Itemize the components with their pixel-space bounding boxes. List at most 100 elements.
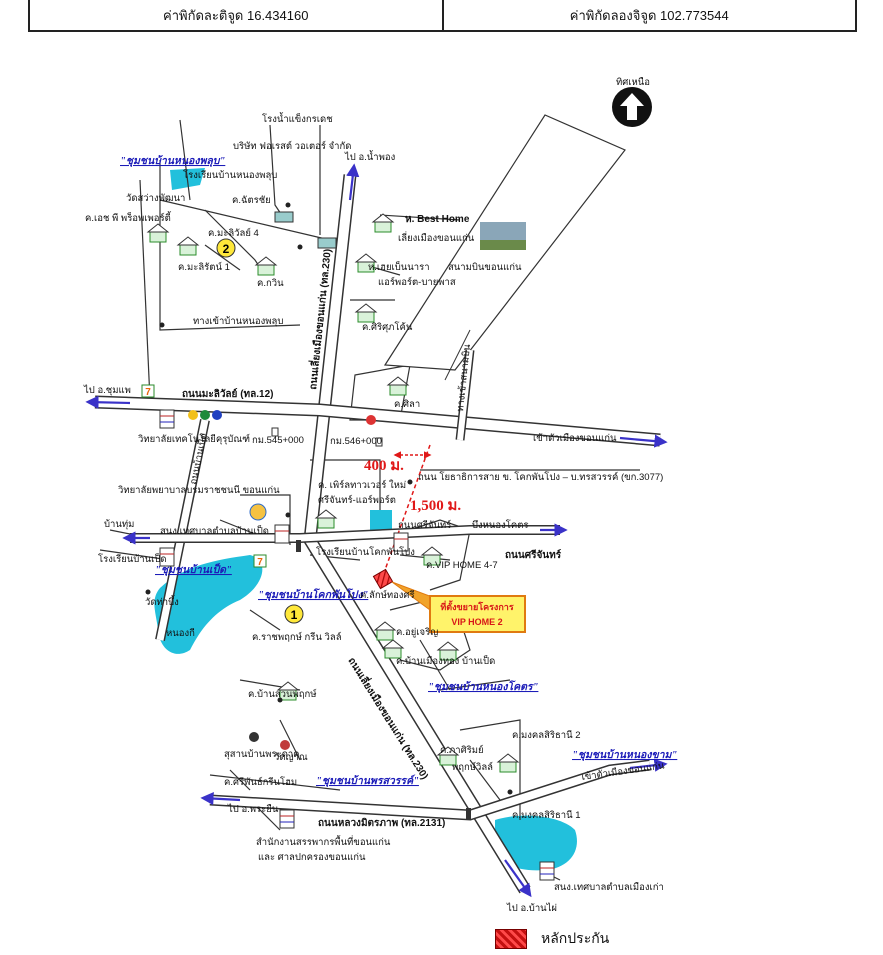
label-hw12: ถนนมะลิวัลย์ (ทล.12) <box>182 388 273 400</box>
house-icon <box>373 621 397 641</box>
arrow-city <box>619 434 668 448</box>
airport-access-road <box>455 349 475 441</box>
place-sriphan: ค.ศรีพันธ์กรีนโฮม <box>224 776 297 788</box>
km-545: กม.545+000 <box>252 435 304 446</box>
building-icon <box>539 861 555 881</box>
house-icon <box>276 681 300 701</box>
gas-icon <box>366 415 376 425</box>
project-callout <box>429 595 526 633</box>
dest-chum-phae: ไป อ.ชุมแพ <box>83 384 131 396</box>
label-nong-phue-entrance: ทางเข้าบ้านหนองพลุบ <box>193 316 283 327</box>
place-mongkhon-2: ค.มงคลสิริธานี 2 <box>512 729 581 741</box>
south-lake <box>495 815 577 871</box>
place-yu-charoen: ค.อยู่เจริญ <box>396 627 438 638</box>
house-icon <box>436 641 460 661</box>
svg-text:7: 7 <box>145 387 151 398</box>
dest-nong-khot: บึงหนองโคตร <box>472 519 529 531</box>
house-icon <box>381 639 405 659</box>
arrow-ban-phai <box>504 859 532 898</box>
place-vip-home: ค.VIP HOME 4-7 <box>426 560 498 571</box>
traffic-light-icon <box>296 540 301 552</box>
badge-1: 1 <box>291 608 298 622</box>
place-cemetery: สุสานบ้านพระดาด <box>224 749 299 760</box>
place-ban-ped-school: โรงเรียนบ้านเป็ด <box>98 552 167 565</box>
dest-city: เข้าตัวเมืองขอนแก่น <box>533 433 617 444</box>
km-marker-icon <box>375 437 383 447</box>
place-nong-phue-school: โรงเรียนบ้านหนองพลุบ <box>183 169 277 181</box>
house-icon <box>420 546 444 566</box>
house-icon <box>314 509 338 529</box>
place-wat-sawang: วัดสว่างพัฒนา <box>126 193 185 204</box>
place-chatchai: ค.ฉัตรชัย <box>232 195 271 206</box>
arrow-chum-phae <box>85 395 131 409</box>
place-wat-yan: วัดญาณ <box>274 752 308 763</box>
building-icon <box>159 547 175 567</box>
distance-1500m: 1,500 ม. <box>410 498 461 514</box>
place-phruek-ville: พฤกษ์วิลล์ <box>452 761 493 773</box>
place-sirisuk: ค.ศิริศุภโค้น <box>362 321 413 333</box>
place-nong-khi: หนองกี <box>166 627 195 639</box>
place-heyben-nara: ห.เฮยเบ็นนารา <box>368 260 430 273</box>
house-icon <box>354 303 378 323</box>
house-icon <box>371 213 395 233</box>
svg-text:7: 7 <box>257 557 263 568</box>
dest-ban-thum: บ้านทุ่ม <box>104 519 134 530</box>
place-pearl-tower: ค. เพิร์ลทาวเวอร์ ใหม่ <box>318 479 406 491</box>
place-admin-court: และ ศาลปกครองขอนแก่น <box>258 852 366 863</box>
place-liang-mueang: เลี่ยงเมืองขอนแก่น <box>398 231 475 244</box>
place-phasirom: ค.ภาศิริมย์ <box>440 744 484 756</box>
place-ratchaphruek: ค.ราชพฤกษ์ กรีน วิลล์ <box>252 631 342 643</box>
distance-markers: 400 ม. 1,500 ม. <box>364 444 461 571</box>
building-icon <box>159 409 175 429</box>
direction-arrows <box>85 163 668 898</box>
dest-ban-phai: ไป อ.บ้านไผ่ <box>506 902 557 914</box>
place-sila: ค.ศิลา <box>394 399 420 410</box>
community-nong-phue: "ชุมชนบ้านหนองพลุบ" <box>120 155 225 167</box>
minor-roads <box>99 119 640 881</box>
longitude-cell: ค่าพิกัดลองจิจูด 102.773544 <box>441 0 856 30</box>
community-khok-phan-pong: "ชุมชนบ้านโคกพันโปง" <box>258 588 368 601</box>
ban-ped-road <box>155 418 210 642</box>
highway-12 <box>94 395 661 447</box>
place-wat-tha-bueng: วัดท่าบึ้ง <box>145 595 179 608</box>
map-legend: หลักประกัน <box>495 928 609 950</box>
place-ice-factory: โรงน้ำแข็งกรเดช <box>262 112 333 125</box>
nong-phue-road <box>159 199 331 241</box>
house-icon <box>176 236 200 256</box>
place-kawin: ค.กวิน <box>257 278 284 289</box>
place-ban-mueang-thong: ค.บ้านเมืองทอง บ้านเป็ด <box>396 654 495 667</box>
school-icon <box>249 503 267 521</box>
coordinate-header-table: ค่าพิกัดละติจูด 16.434160 ค่าพิกัดลองจิจ… <box>28 0 857 32</box>
project-marker-label: ที่ตั้งขยายโครงการ <box>440 600 514 612</box>
dest-phra-yuen: ไป อ.พระยืน <box>227 803 279 815</box>
north-arrow: ทิศเหนือ <box>612 77 652 127</box>
water-bodies <box>154 168 577 871</box>
house-icon <box>386 376 410 396</box>
main-roads <box>94 174 661 894</box>
label-sri-chan-2: ถนนศรีจันทร์ <box>505 549 562 561</box>
sri-chan-road <box>130 525 560 543</box>
temple-icon <box>249 732 259 742</box>
label-sri-chan: ถนนศรีจันทร์ <box>398 519 451 531</box>
house-icon <box>274 211 294 223</box>
collateral-swatch <box>495 929 527 949</box>
place-lak-thong: ค.ลักษ์ทองศรี <box>360 589 415 601</box>
nong-khi-lake <box>154 555 263 654</box>
numbered-badges: 2 1 <box>216 238 304 624</box>
badge-2: 2 <box>223 242 230 256</box>
seven-eleven-icon: 7 <box>141 384 155 398</box>
place-airport-bypass: แอร์พอร์ต-บายพาส <box>378 276 456 288</box>
gas-station-icons <box>188 410 222 420</box>
place-sirin-airport: ศรีจันทร์-แอร์พอร์ต <box>318 494 396 506</box>
house-icons: 7 7 <box>141 211 555 881</box>
distance-400m: 400 ม. <box>364 458 404 474</box>
building-icon <box>393 532 409 552</box>
temple-icon <box>280 740 290 750</box>
label-moradok-road: ถนน โยธาธิการสาย ข. โคกพันโปง – บ.ทรสวรร… <box>418 471 663 483</box>
project-name-label: VIP HOME 2 <box>451 617 502 627</box>
sri-chan-pond <box>370 510 392 530</box>
north-label: ทิศเหนือ <box>616 77 650 88</box>
place-revenue-office: สำนักงานสรรพากรพื้นที่ขอนแก่น <box>256 835 391 848</box>
place-nurse-college: วิทยาลัยพยาบาลบรมราชชนนี ขอนแก่น <box>117 484 280 496</box>
place-labels: โรงน้ำแข็งกรเดช บริษัท ฟอเรสต์ วอเตอร์ จ… <box>85 112 664 893</box>
